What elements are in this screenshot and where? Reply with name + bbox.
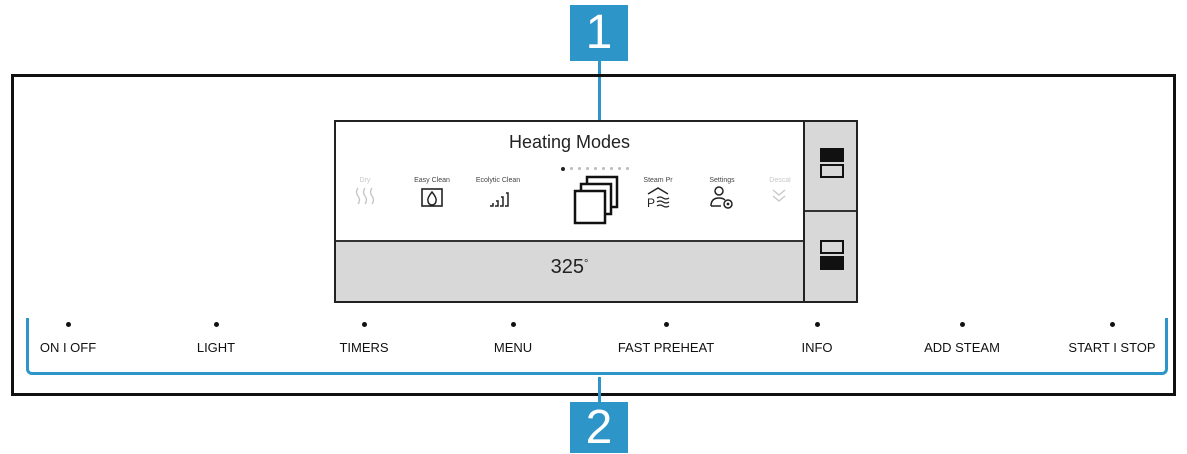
touch-dot xyxy=(510,322,516,327)
touch-dot xyxy=(814,322,820,327)
fast-preheat-button[interactable]: FAST PREHEAT xyxy=(596,322,736,355)
scroll-up-icon[interactable] xyxy=(820,148,844,178)
button-label: FAST PREHEAT xyxy=(617,340,715,355)
timers-button[interactable]: TIMERS xyxy=(294,322,434,355)
mode-selected[interactable] xyxy=(570,174,624,228)
control-panel xyxy=(11,74,1176,396)
button-label: ON I OFF xyxy=(39,340,97,355)
button-label: MENU xyxy=(493,340,533,355)
user-gear-icon xyxy=(710,186,733,209)
scroll-down-icon[interactable] xyxy=(820,240,844,270)
page-dot xyxy=(610,167,613,171)
svg-text:P: P xyxy=(647,196,655,210)
touch-dot xyxy=(1109,322,1115,327)
mode-ecolytic-clean[interactable]: Ecolytic Clean xyxy=(468,177,528,210)
water-drop-icon xyxy=(421,188,443,207)
button-label: INFO xyxy=(801,340,833,355)
mode-descale[interactable]: Descal xyxy=(762,177,798,210)
mode-label: Descal xyxy=(769,177,791,184)
page-dot xyxy=(578,167,581,171)
page-dot-active xyxy=(561,166,565,171)
dry-waves-icon xyxy=(355,187,375,205)
stairs-icon xyxy=(490,192,509,207)
light-button[interactable]: LIGHT xyxy=(146,322,286,355)
button-label: LIGHT xyxy=(196,340,236,355)
button-label: ADD STEAM xyxy=(924,340,1000,355)
start-stop-button[interactable]: START I STOP xyxy=(1042,322,1182,355)
mode-label: Dry xyxy=(359,177,371,184)
info-button[interactable]: INFO xyxy=(747,322,887,355)
mode-steam-pro[interactable]: Steam Pr P xyxy=(636,177,680,210)
add-steam-button[interactable]: ADD STEAM xyxy=(892,322,1032,355)
touch-dot xyxy=(361,322,367,327)
touch-dot xyxy=(213,322,219,327)
page-dot xyxy=(594,167,597,171)
temperature-readout: 325° xyxy=(336,256,803,279)
buttons-callout-bracket xyxy=(26,318,1168,375)
mode-label: Easy Clean xyxy=(414,177,450,184)
callout-2-leader xyxy=(598,377,601,403)
temperature-bar[interactable]: 325° xyxy=(336,240,803,301)
mode-dry[interactable]: Dry xyxy=(350,177,380,210)
on-off-button[interactable]: ON I OFF xyxy=(0,322,138,355)
steam-p-icon: P xyxy=(647,187,670,210)
touch-dot xyxy=(663,322,669,327)
page-dot xyxy=(626,167,629,171)
callout-1-badge: 1 xyxy=(570,5,628,61)
page-dot xyxy=(618,167,621,171)
heating-modes-carousel[interactable]: Heating Modes Dry Easy Clean Ecolytic Cl… xyxy=(336,122,803,240)
page-dot xyxy=(570,167,573,171)
stacked-windows-icon xyxy=(573,175,619,225)
mode-easy-clean[interactable]: Easy Clean xyxy=(408,177,456,210)
scroll-strip xyxy=(803,122,856,301)
mode-settings[interactable]: Settings xyxy=(700,177,744,212)
callout-2-badge: 2 xyxy=(570,402,628,453)
display-screen[interactable]: Heating Modes Dry Easy Clean Ecolytic Cl… xyxy=(334,120,858,303)
page-dot xyxy=(586,167,589,171)
touch-dot xyxy=(959,322,965,327)
mode-label: Steam Pr xyxy=(643,177,673,184)
temperature-value: 325 xyxy=(550,256,584,278)
mode-label: Settings xyxy=(709,177,735,184)
chevron-down-icon xyxy=(772,189,786,202)
screen-title: Heating Modes xyxy=(508,132,631,152)
menu-button[interactable]: MENU xyxy=(443,322,583,355)
page-indicator xyxy=(561,160,634,171)
temperature-unit: ° xyxy=(583,258,589,270)
scroll-strip-divider xyxy=(805,210,856,212)
mode-label: Ecolytic Clean xyxy=(475,177,521,184)
page-dot xyxy=(602,167,605,171)
button-label: TIMERS xyxy=(339,340,389,355)
touch-dot xyxy=(65,322,71,327)
button-label: START I STOP xyxy=(1068,340,1156,355)
callout-1-leader xyxy=(598,60,601,130)
